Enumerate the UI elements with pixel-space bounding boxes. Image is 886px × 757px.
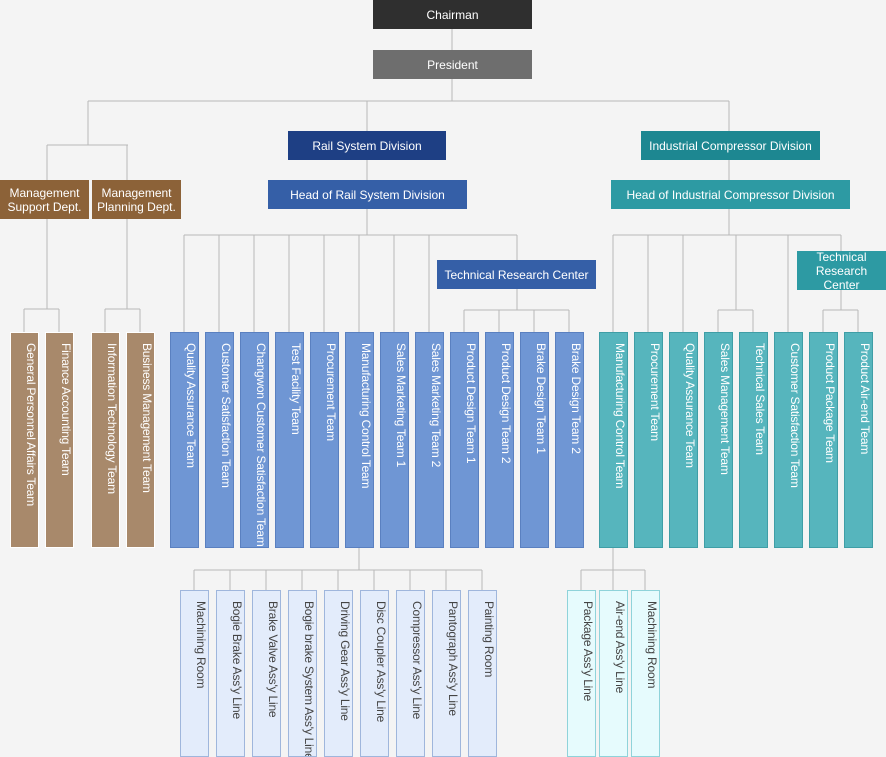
team-box: Finance Accounting Team bbox=[45, 332, 74, 548]
team-label: Sales Marketing Team 1 bbox=[394, 343, 408, 468]
team-label: Business Management Team bbox=[140, 343, 154, 493]
team-box: Product Design Team 1 bbox=[450, 332, 479, 548]
team-box: Product Air-end Team bbox=[844, 332, 873, 548]
team-label: Product Package Team bbox=[823, 343, 837, 463]
team-box: Procurement Team bbox=[310, 332, 339, 548]
line-label: Painting Room bbox=[482, 601, 496, 678]
team-label: Brake Design Team 2 bbox=[569, 343, 583, 454]
line-box: Driving Gear Ass'y Line bbox=[324, 590, 353, 757]
team-box: Customer Satisfaction Team bbox=[205, 332, 234, 548]
team-box: General Personnel Affairs Team bbox=[10, 332, 39, 548]
team-label: Test Facility Team bbox=[289, 343, 303, 435]
team-label: Brake Design Team 1 bbox=[534, 343, 548, 454]
team-label: Finance Accounting Team bbox=[59, 343, 73, 476]
line-box: Machining Room bbox=[631, 590, 660, 757]
line-label: Disc Coupler Ass'y Line bbox=[374, 601, 388, 723]
team-box: Manufacturing Control Team bbox=[599, 332, 628, 548]
rail-system-division-box: Rail System Division bbox=[288, 131, 446, 160]
industrial-trc-line2: Research Center bbox=[815, 263, 868, 292]
line-box: Bogie brake System Ass'y Line bbox=[288, 590, 317, 757]
president-box: President bbox=[373, 50, 532, 79]
team-label: Customer Satisfaction Team bbox=[788, 343, 802, 488]
team-label: Quality Assurance Team bbox=[683, 343, 697, 468]
line-box: Bogie Brake Ass'y Line bbox=[216, 590, 245, 757]
line-box: Compressor Ass'y Line bbox=[396, 590, 425, 757]
management-planning-dept-box: Management Planning Dept. bbox=[92, 180, 181, 219]
chairman-box: Chairman bbox=[373, 0, 532, 29]
team-label: Information Technology Team bbox=[105, 343, 119, 494]
team-label: Changwon Customer Satisfaction Team bbox=[254, 343, 268, 547]
management-support-dept-box: Management Support Dept. bbox=[0, 180, 89, 219]
team-label: Sales Management Team bbox=[718, 343, 732, 475]
team-label: Procurement Team bbox=[648, 343, 662, 441]
line-label: Bogie brake System Ass'y Line bbox=[302, 601, 316, 757]
team-box: Sales Management Team bbox=[704, 332, 733, 548]
team-box: Quality Assurance Team bbox=[669, 332, 698, 548]
team-label: Customer Satisfaction Team bbox=[219, 343, 233, 488]
team-box: Sales Marketing Team 2 bbox=[415, 332, 444, 548]
team-label: Product Design Team 1 bbox=[464, 343, 478, 464]
team-label: Manufacturing Control Team bbox=[613, 343, 627, 489]
line-label: Machining Room bbox=[645, 601, 659, 689]
rail-system-head-box: Head of Rail System Division bbox=[268, 180, 467, 209]
line-box: Disc Coupler Ass'y Line bbox=[360, 590, 389, 757]
team-label: Technical Sales Team bbox=[753, 343, 767, 455]
rail-technical-research-center-box: Technical Research Center bbox=[437, 260, 596, 289]
team-label: Procurement Team bbox=[324, 343, 338, 441]
line-label: Package Ass'y Line bbox=[581, 601, 595, 702]
team-box: Manufacturing Control Team bbox=[345, 332, 374, 548]
line-label: Driving Gear Ass'y Line bbox=[338, 601, 352, 721]
team-box: Customer Satisfaction Team bbox=[774, 332, 803, 548]
line-label: Pantograph Ass'y Line bbox=[446, 601, 460, 716]
team-box: Brake Design Team 2 bbox=[555, 332, 584, 548]
team-box: Information Technology Team bbox=[91, 332, 120, 548]
team-label: Sales Marketing Team 2 bbox=[429, 343, 443, 468]
team-box: Procurement Team bbox=[634, 332, 663, 548]
team-box: Brake Design Team 1 bbox=[520, 332, 549, 548]
line-box: Painting Room bbox=[468, 590, 497, 757]
team-label: Product Design Team 2 bbox=[499, 343, 513, 464]
industrial-technical-research-center-box: Technical Research Center bbox=[797, 249, 886, 292]
management-planning-line1: Management bbox=[101, 185, 172, 200]
team-box: Test Facility Team bbox=[275, 332, 304, 548]
management-support-line2: Support Dept. bbox=[7, 199, 82, 214]
line-box: Package Ass'y Line bbox=[567, 590, 596, 757]
management-support-line1: Management bbox=[9, 185, 80, 200]
industrial-trc-line1: Technical bbox=[816, 249, 867, 264]
team-box: Quality Assurance Team bbox=[170, 332, 199, 548]
team-box: Changwon Customer Satisfaction Team bbox=[240, 332, 269, 548]
line-label: Bogie Brake Ass'y Line bbox=[230, 601, 244, 719]
team-box: Sales Marketing Team 1 bbox=[380, 332, 409, 548]
team-box: Product Design Team 2 bbox=[485, 332, 514, 548]
team-box: Technical Sales Team bbox=[739, 332, 768, 548]
team-box: Business Management Team bbox=[126, 332, 155, 548]
line-label: Air-end Ass'y Line bbox=[613, 601, 627, 694]
line-label: Machining Room bbox=[194, 601, 208, 689]
line-box: Brake Valve Ass'y Line bbox=[252, 590, 281, 757]
line-label: Compressor Ass'y Line bbox=[410, 601, 424, 720]
team-label: Manufacturing Control Team bbox=[359, 343, 373, 489]
team-box: Product Package Team bbox=[809, 332, 838, 548]
management-planning-line2: Planning Dept. bbox=[97, 199, 176, 214]
line-box: Air-end Ass'y Line bbox=[599, 590, 628, 757]
line-box: Machining Room bbox=[180, 590, 209, 757]
industrial-compressor-head-box: Head of Industrial Compressor Division bbox=[611, 180, 850, 209]
team-label: General Personnel Affairs Team bbox=[24, 343, 38, 506]
line-label: Brake Valve Ass'y Line bbox=[266, 601, 280, 718]
industrial-compressor-division-box: Industrial Compressor Division bbox=[641, 131, 820, 160]
team-label: Product Air-end Team bbox=[858, 343, 872, 455]
line-box: Pantograph Ass'y Line bbox=[432, 590, 461, 757]
team-label: Quality Assurance Team bbox=[184, 343, 198, 468]
